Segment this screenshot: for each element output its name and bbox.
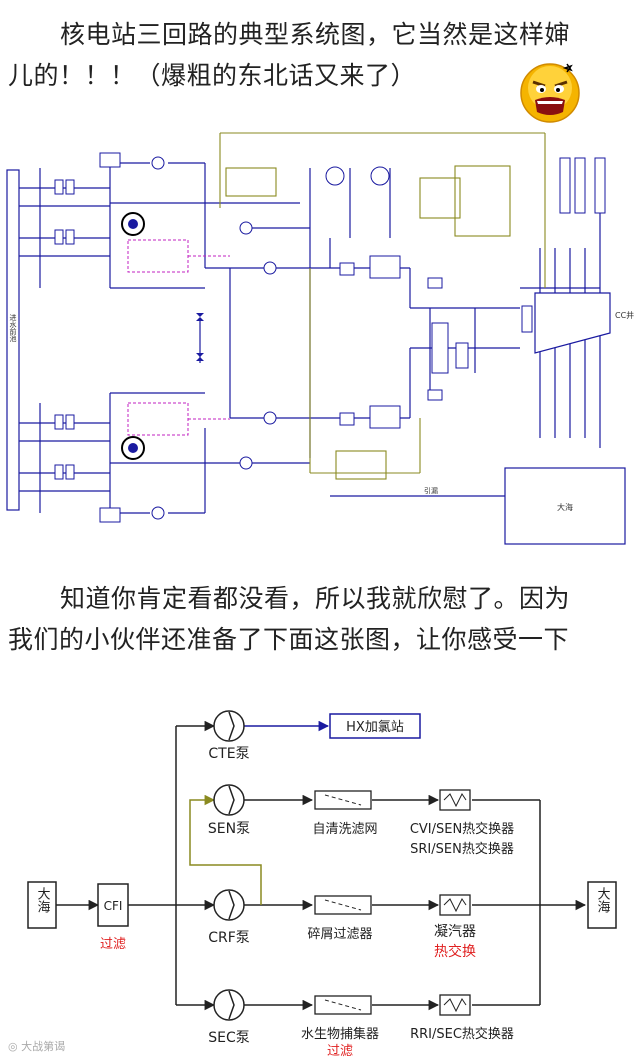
d2-pumps bbox=[213, 710, 245, 1021]
sen-filter-label: 自清洗滤网 bbox=[312, 822, 377, 837]
d1-olive-lines bbox=[219, 132, 546, 480]
d2-main-lines bbox=[56, 720, 587, 1011]
sen-hx-label-1: CVI/SEN热交换器 bbox=[410, 821, 514, 837]
crf-pump-label: CRF泵 bbox=[208, 930, 250, 946]
d1-leak-label: 引漏 bbox=[424, 486, 438, 495]
d2-heat-exchangers: CVI/SEN热交换器 SRI/SEN热交换器 凝汽器 热交换 RRI/SEC热… bbox=[410, 789, 514, 1042]
sec-filter-label: 水生物捕集器 bbox=[301, 1026, 379, 1042]
intro-paragraph: 核电站三回路的典型系统图，它当然是这样婶 儿的！！！（爆粗的东北话又来了） bbox=[8, 14, 632, 96]
d1-equipment-boxes bbox=[54, 152, 606, 523]
sec-hx-label: RRI/SEC热交换器 bbox=[410, 1026, 514, 1042]
sen-pump-label: SEN泵 bbox=[208, 821, 250, 837]
svg-text:大海: 大海 bbox=[595, 887, 611, 913]
sen-filter-icon bbox=[314, 790, 372, 810]
crf-pump-icon bbox=[213, 889, 245, 921]
sen-hx-icon bbox=[439, 789, 471, 811]
intro-line-2: 儿的！！！（爆粗的东北话又来了） bbox=[8, 61, 417, 90]
d2-olive-bypass bbox=[189, 794, 262, 905]
sec-pump-label: SEC泵 bbox=[208, 1030, 250, 1046]
svg-text:过滤: 过滤 bbox=[100, 937, 126, 952]
d1-magenta-lines bbox=[127, 239, 230, 436]
simplified-flow-diagram: 大海 CFI 过滤 CTE泵 SEN泵 CRF泵 SEC泵 HX加氯站 自清洗滤… bbox=[27, 710, 617, 1059]
svg-text:大海: 大海 bbox=[557, 502, 573, 512]
angry-face-emoji bbox=[520, 63, 580, 123]
crf-filter-icon bbox=[314, 895, 372, 915]
sen-hx-label-2: SRI/SEN热交换器 bbox=[410, 841, 514, 857]
second-line-2: 我们的小伙伴还准备了下面这张图，让你感受一下 bbox=[8, 625, 570, 654]
sec-filter-sub: 过滤 bbox=[327, 1044, 353, 1059]
svg-text:大海: 大海 bbox=[35, 887, 51, 913]
sec-pump-icon bbox=[213, 989, 245, 1021]
detailed-system-diagram: 进水前池 bbox=[6, 132, 634, 545]
d1-intake-label: 进水前池 bbox=[9, 314, 17, 342]
sec-filter-icon bbox=[314, 995, 372, 1015]
intro-line-1: 核电站三回路的典型系统图，它当然是这样婶 bbox=[60, 20, 571, 49]
cte-pump-icon bbox=[213, 710, 245, 742]
condenser-sub: 热交换 bbox=[434, 943, 476, 960]
d2-sea-right: 大海 bbox=[587, 881, 617, 929]
crf-filter-label: 碎屑过滤器 bbox=[307, 927, 372, 942]
svg-text:CC井: CC井 bbox=[615, 310, 634, 320]
sen-pump-icon bbox=[213, 784, 245, 816]
watermark: ◎ 大战第谒 bbox=[8, 1040, 66, 1053]
d2-pump-labels: CTE泵 SEN泵 CRF泵 SEC泵 bbox=[208, 746, 250, 1046]
condenser-label: 凝汽器 bbox=[434, 924, 476, 940]
d2-hx-station: HX加氯站 bbox=[329, 713, 421, 739]
second-paragraph: 知道你肯定看都没看，所以我就欣慰了。因为 我们的小伙伴还准备了下面这张图，让你感… bbox=[8, 578, 632, 660]
svg-text:CFI: CFI bbox=[104, 899, 123, 913]
d2-cfi: CFI 过滤 bbox=[97, 883, 129, 952]
cte-pump-label: CTE泵 bbox=[208, 746, 249, 762]
sec-hx-icon bbox=[439, 994, 471, 1016]
d1-cc-well: CC井 bbox=[534, 292, 634, 354]
second-line-1: 知道你肯定看都没看，所以我就欣慰了。因为 bbox=[60, 584, 571, 613]
watermark-icon: ◎ bbox=[8, 1040, 22, 1053]
d1-intake-basin: 进水前池 bbox=[6, 169, 20, 511]
d1-valves bbox=[196, 313, 204, 361]
d2-filters: 自清洗滤网 碎屑过滤器 水生物捕集器 过滤 bbox=[301, 790, 379, 1059]
d1-pump-symbols bbox=[121, 156, 390, 520]
d2-sea-left: 大海 bbox=[27, 881, 57, 929]
condenser-icon bbox=[439, 894, 471, 916]
svg-text:HX加氯站: HX加氯站 bbox=[346, 720, 404, 735]
d1-sea-box: 大海 bbox=[504, 467, 626, 545]
